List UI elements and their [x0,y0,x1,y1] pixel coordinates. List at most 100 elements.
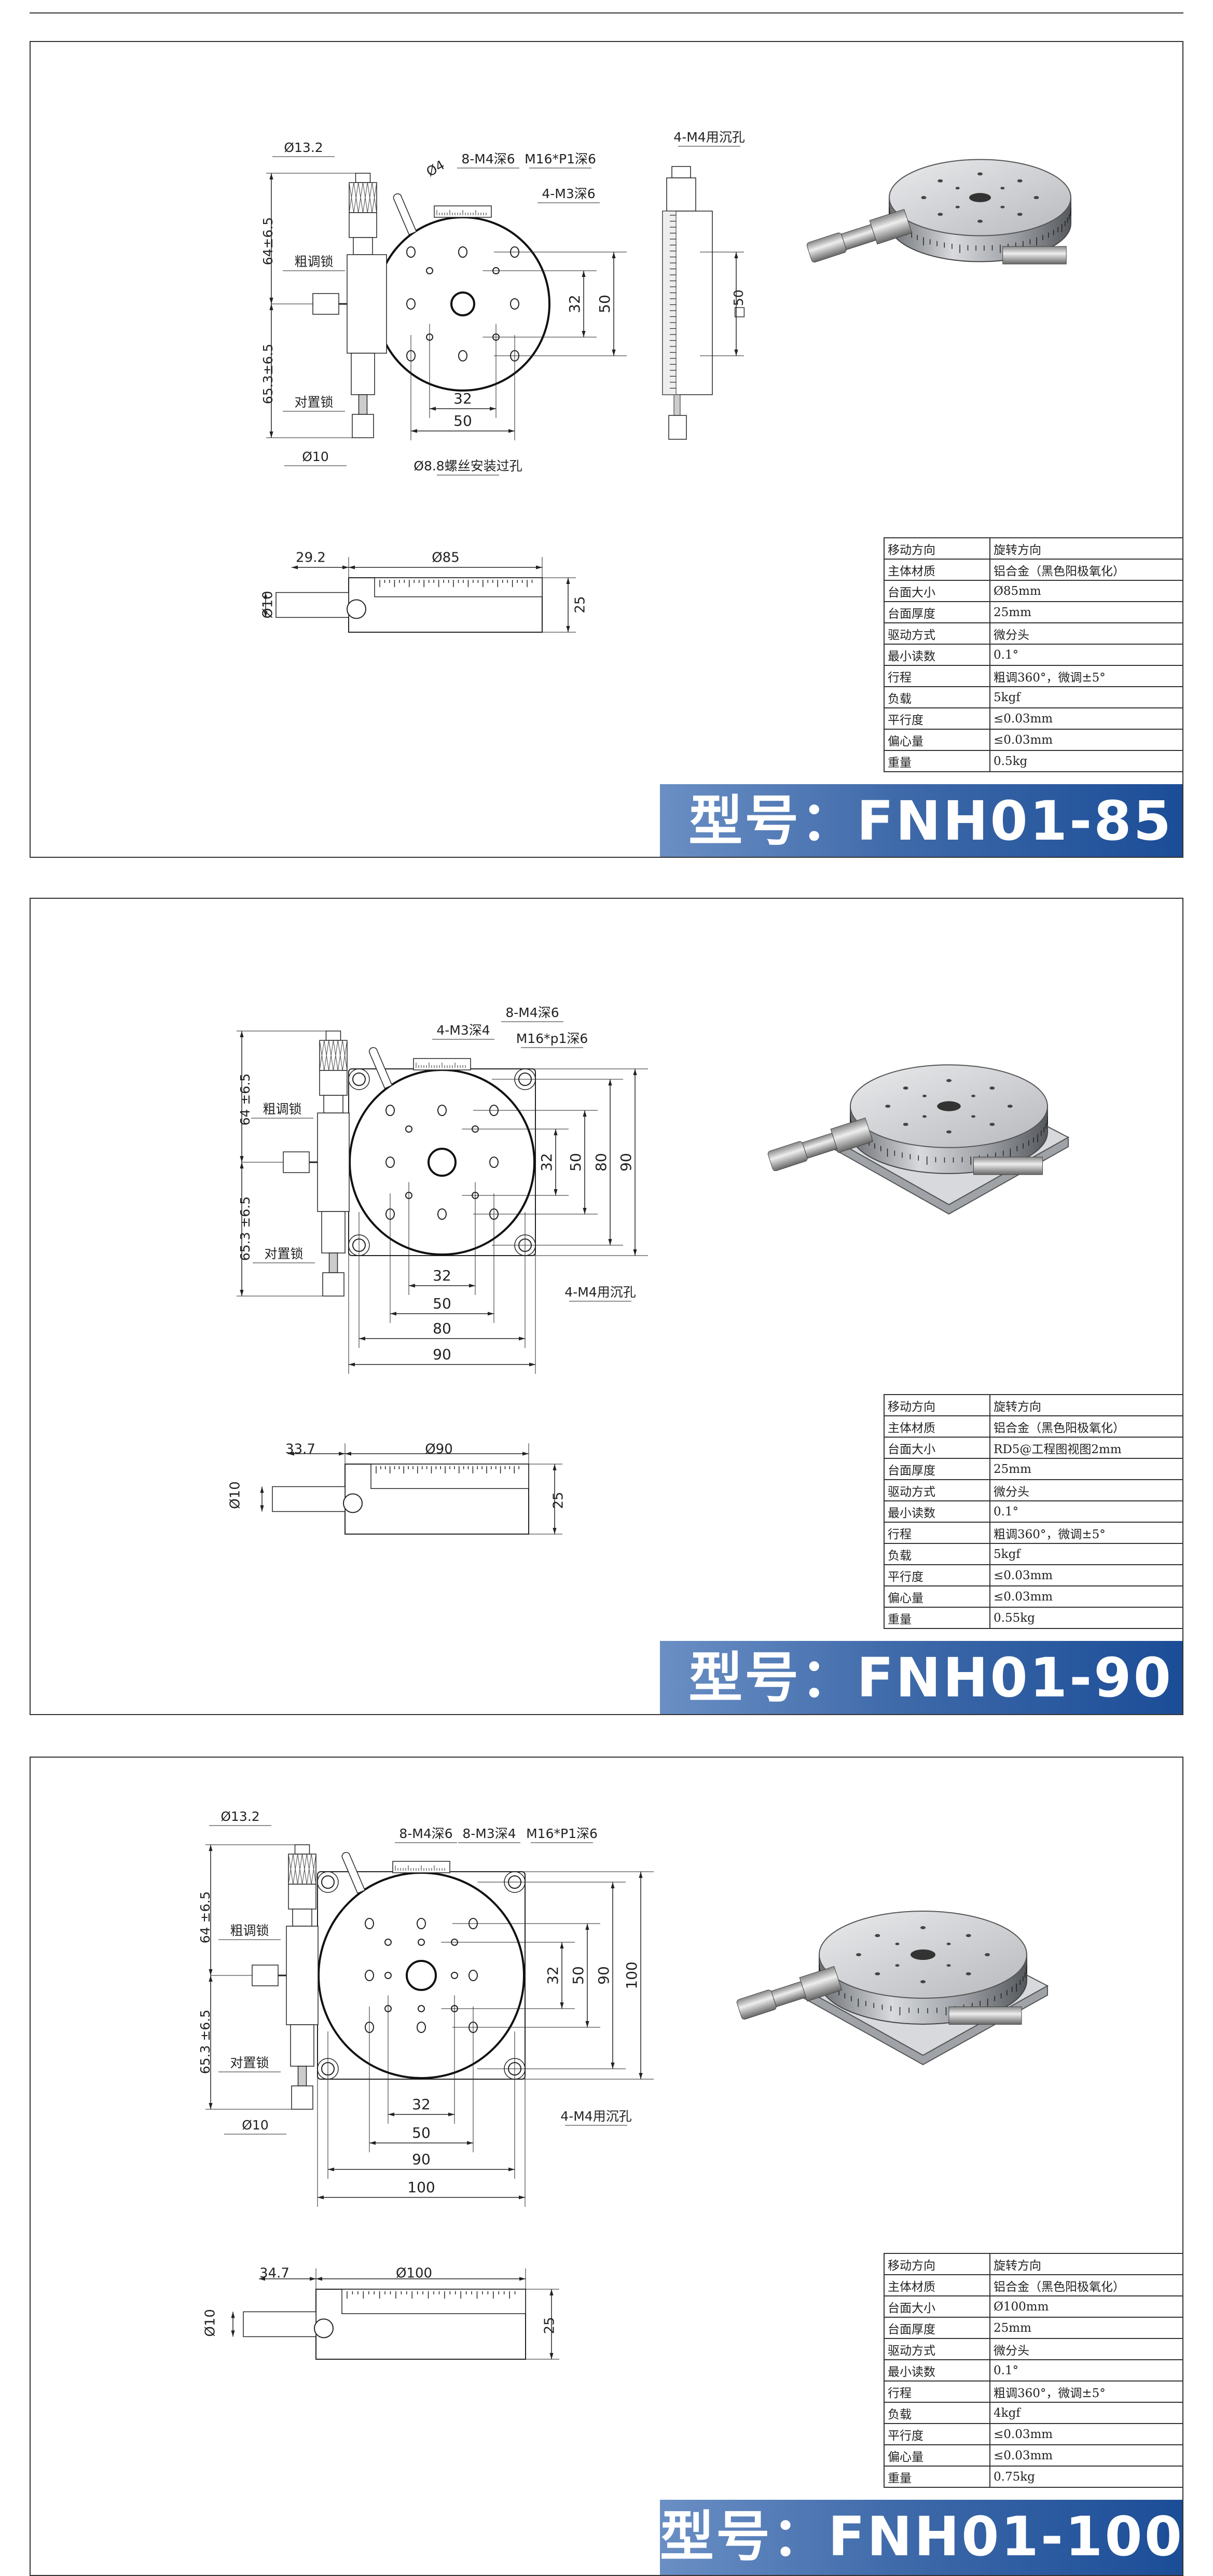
m4-hole [406,298,416,310]
spec-label: 驱动方式 [884,1479,990,1501]
spec-value: 粗调360°，微调±5° [989,1522,1182,1544]
stage-3d-render [767,1064,1070,1215]
profile-view [662,166,713,440]
spec-value: ≤0.03mm [989,707,1182,730]
rotary-table [349,1069,535,1256]
callout-label: □50 [731,289,746,318]
spec-label: 最小读数 [884,2359,990,2382]
stage-3d-render [736,1911,1049,2066]
spec-row: 偏心量≤0.03mm [884,729,1182,751]
spec-label: 偏心量 [884,729,990,751]
dial-ring [374,577,543,597]
callout-label: 8-M3深4 [462,1826,516,1841]
spec-row: 行程粗调360°，微调±5° [884,1522,1182,1544]
m4-hole [458,246,467,258]
micrometer-side [272,1486,346,1512]
spec-value: 0.5kg [989,750,1182,772]
spec-value: 25mm [989,1458,1182,1480]
m3-hole [451,1972,458,1979]
spec-value: 铝合金（黑色阳极氧化） [989,2274,1182,2296]
spec-value: 旋转方向 [989,2253,1182,2275]
spec-label: 行程 [884,1522,990,1544]
side-view-dimension: Ø10 [203,2309,218,2337]
callout-label: M16*P1深6 [526,1826,598,1841]
side-view-dimension: 29.2 [296,550,326,566]
spec-value: ≤0.03mm [989,1564,1182,1586]
spec-label: 重量 [884,1607,990,1629]
callout-label: Ø4 [424,157,447,179]
spec-value: ≤0.03mm [989,2444,1182,2467]
m4-hole [365,1918,374,1929]
side-view-dimension: Ø10 [260,591,276,619]
callout-label: 8-M4深6 [461,151,515,166]
spec-value: Ø100mm [989,2295,1182,2318]
vertical-dimension: 90 [595,1966,612,1985]
spec-row: 行程粗调360°，微调±5° [884,2380,1182,2403]
rotary-table [375,216,550,392]
spec-label: 移动方向 [884,2253,990,2275]
micrometer-side [243,2311,316,2337]
callout-label: 对置锁 [230,2055,269,2070]
callout-label: Ø8.8螺丝安装过孔 [413,458,522,474]
callout-label: Ø10 [302,449,329,464]
m4-hole [417,2022,426,2033]
spec-label: 负载 [884,1543,990,1565]
callout-label: 65.3 ±6.5 [198,2010,213,2074]
callout-label: 4-M4用沉孔 [673,130,745,145]
spec-label: 行程 [884,2380,990,2403]
spec-value: 微分头 [989,1479,1182,1501]
spec-value: 5kgf [989,1543,1182,1565]
m4-hole [468,1970,478,1981]
spec-value: ≤0.03mm [989,1585,1182,1608]
vertical-dimension: 100 [623,1961,640,1989]
horizontal-dimension: 50 [412,2124,431,2141]
horizontal-dimension: 90 [433,1346,451,1363]
spec-row: 移动方向旋转方向 [884,1394,1182,1416]
spec-row: 驱动方式微分头 [884,1479,1182,1501]
micrometer-side [275,592,349,618]
callout-label: 64 ±6.5 [238,1074,253,1125]
callout-label: 对置锁 [294,395,333,410]
spec-label: 台面厚度 [884,1458,990,1480]
dial-ring [341,2289,526,2314]
spec-value: 0.75kg [989,2466,1182,2488]
callout-label: 8-M4深6 [505,1005,559,1020]
horizontal-dimension: 50 [433,1295,451,1312]
micrometer-head [286,1844,319,2110]
spec-row: 行程粗调360°，微调±5° [884,665,1182,687]
spec-value: 25mm [989,601,1182,623]
spec-row: 偏心量≤0.03mm [884,2444,1182,2467]
spec-value: 旋转方向 [989,537,1182,560]
spec-row: 移动方向旋转方向 [884,2253,1182,2275]
side-view-dimension: 33.7 [285,1442,315,1457]
spec-label: 主体材质 [884,559,990,581]
m3-hole [405,1125,412,1133]
lever [341,1852,366,1894]
vertical-dimension: 50 [570,1966,587,1985]
spec-label: 平行度 [884,2423,990,2445]
horizontal-dimension: 50 [453,412,472,429]
callout-label: M16*P1深6 [525,151,596,166]
center-hole-m16 [450,291,475,316]
spec-label: 重量 [884,750,990,772]
callout-label: 粗调锁 [294,254,333,269]
side-view-dimension: 25 [551,1492,567,1509]
horizontal-dimension: 80 [433,1320,451,1337]
section-divider [30,12,1183,13]
callout-label: 对置锁 [264,1246,303,1261]
micrometer-head [317,1031,350,1297]
vertical-dimension: 32 [538,1153,555,1172]
spec-label: 平行度 [884,707,990,730]
center-hole-m16 [406,1960,437,1991]
